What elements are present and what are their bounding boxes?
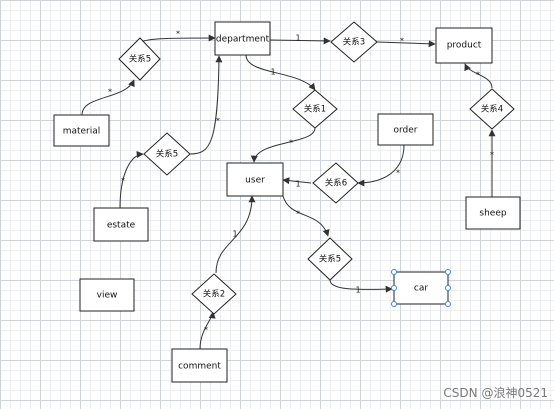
resize-handle-l[interactable] xyxy=(391,285,397,291)
edge-rel5-to-car xyxy=(329,279,393,293)
edge-department-to-rel1 xyxy=(245,54,316,91)
entity-view[interactable]: view xyxy=(79,278,135,312)
entity-comment[interactable]: comment xyxy=(171,348,228,383)
entity-label: sheep xyxy=(479,209,506,219)
entity-car[interactable]: car xyxy=(393,271,449,305)
relation-label: 关系2 xyxy=(203,289,225,300)
entity-label: car xyxy=(414,284,428,294)
resize-handle-tl[interactable] xyxy=(391,269,397,275)
edge-estate-to-rel5 xyxy=(119,151,144,209)
relation-label: 关系4 xyxy=(481,104,503,115)
card-product-many-rel4: * xyxy=(476,71,480,80)
card-sheep-many: * xyxy=(490,151,494,160)
relation-label: 关系5 xyxy=(319,254,341,265)
entity-sheep[interactable]: sheep xyxy=(465,196,521,230)
edge-rel1-to-user xyxy=(250,127,316,163)
relation-sheep-product[interactable]: 关系4 xyxy=(469,88,515,130)
edge-material-to-rel5 xyxy=(81,79,135,116)
card-user-rel2-one: 1 xyxy=(232,230,237,239)
edge-rel6-to-user xyxy=(282,177,312,185)
entity-department[interactable]: department xyxy=(214,21,271,56)
card-user-rel6-one: 1 xyxy=(295,180,300,189)
resize-handle-r[interactable] xyxy=(445,285,451,291)
edge-rel5-to-department xyxy=(139,34,216,45)
entity-label: view xyxy=(97,291,118,301)
relation-label: 关系3 xyxy=(343,37,365,48)
card-comment-many: * xyxy=(204,326,208,335)
entity-label: product xyxy=(447,41,482,51)
relation-user-car[interactable]: 关系5 xyxy=(307,237,353,281)
card-material-many: * xyxy=(108,88,112,97)
entity-label: estate xyxy=(107,221,136,231)
relation-estate-department[interactable]: 关系5 xyxy=(143,132,191,176)
entity-estate[interactable]: estate xyxy=(93,207,149,242)
entity-product[interactable]: product xyxy=(435,27,493,64)
edge-user-to-rel5 xyxy=(282,195,330,237)
card-order-many: * xyxy=(396,169,400,178)
entity-user[interactable]: user xyxy=(226,162,284,197)
edge-order-to-rel6 xyxy=(357,144,405,187)
entity-label: order xyxy=(394,126,418,136)
edge-comment-to-rel2 xyxy=(199,311,216,350)
relation-comment-user[interactable]: 关系2 xyxy=(191,273,237,315)
edges xyxy=(81,34,496,350)
card-dept-many-1: * xyxy=(176,30,180,39)
relation-label: 关系5 xyxy=(156,149,178,160)
resize-handle-tr[interactable] xyxy=(445,269,451,275)
card-dept-rel1-one: 1 xyxy=(270,68,275,77)
relation-order-user[interactable]: 关系6 xyxy=(312,162,359,204)
entity-material[interactable]: material xyxy=(53,114,110,147)
relation-department-product[interactable]: 关系3 xyxy=(330,21,378,63)
card-car-one: 1 xyxy=(355,286,360,295)
resize-handle-br[interactable] xyxy=(445,301,451,307)
entity-label: material xyxy=(63,127,101,137)
edge-rel5-to-department-2 xyxy=(189,55,223,155)
card-dept-many-2: * xyxy=(216,117,220,126)
relation-label: 关系5 xyxy=(129,54,151,65)
cardinality-labels: * * 1 * 1 * * * * * * 1 * 1 * 1 xyxy=(108,30,494,335)
edge-rel3-to-product xyxy=(376,40,436,48)
edge-rel2-to-user xyxy=(215,195,256,274)
entity-label: department xyxy=(216,35,270,45)
resize-handle-bl[interactable] xyxy=(391,301,397,307)
card-estate-many: * xyxy=(121,177,125,186)
relation-material-department[interactable]: 关系5 xyxy=(118,37,161,81)
card-user-many-rel1: * xyxy=(289,139,293,148)
relation-label: 关系1 xyxy=(304,104,326,115)
entity-order[interactable]: order xyxy=(377,113,434,146)
entity-label: user xyxy=(245,176,265,186)
watermark-text: CSDN @浪神0521 xyxy=(443,385,548,400)
edge-department-to-rel3 xyxy=(269,37,331,45)
relation-department-user[interactable]: 关系1 xyxy=(292,89,338,129)
relation-label: 关系6 xyxy=(325,178,347,189)
entity-label: comment xyxy=(178,362,221,372)
edge-rel4-to-product xyxy=(464,63,493,89)
card-dept-rel3-one: 1 xyxy=(295,34,300,43)
card-product-many: * xyxy=(400,37,404,46)
card-user-rel5-many: * xyxy=(296,210,300,219)
selection-handles[interactable] xyxy=(391,269,451,307)
